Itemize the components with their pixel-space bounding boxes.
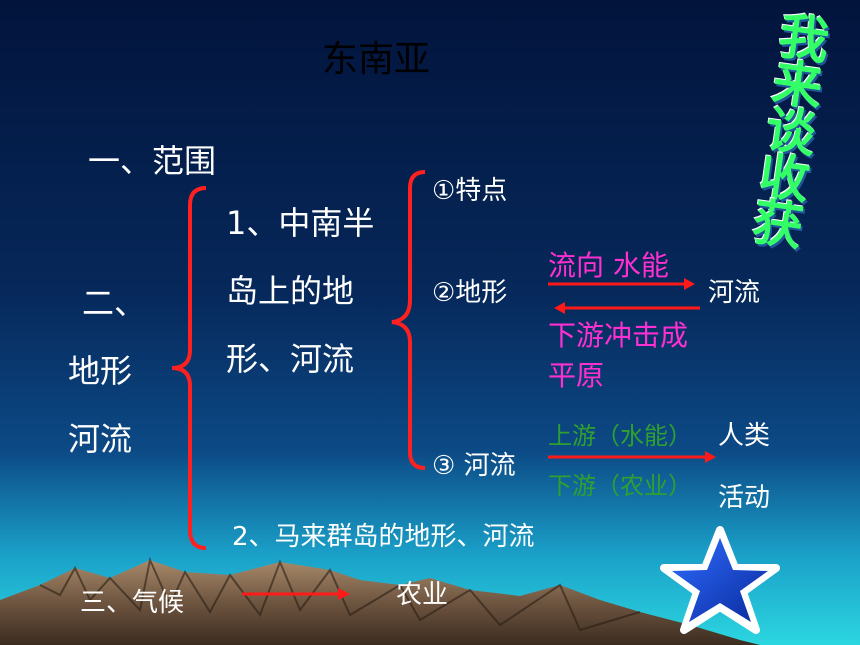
section-climate-target: 农业	[396, 580, 449, 610]
flow-river-target-line2: 活动	[718, 483, 771, 513]
point-features: ①特点	[432, 176, 508, 206]
brace-small	[391, 170, 426, 470]
flow-river-upper: 上游（水能）	[548, 422, 692, 450]
section-terrain-line1: 二、	[82, 284, 147, 322]
flow-terrain-bottom-line1: 下游冲击成	[548, 319, 689, 352]
section-terrain-line3: 河流	[68, 420, 133, 458]
stamp-char: 获	[749, 191, 807, 258]
point-terrain: ②地形	[432, 278, 508, 308]
subtopic1-line1: 1、中南半	[226, 204, 375, 242]
slide-title: 东南亚	[322, 39, 431, 80]
brace-large	[171, 186, 207, 550]
flow-terrain-top: 流向 水能	[548, 249, 669, 282]
flow-river-target-line1: 人类	[718, 421, 771, 451]
point-rivers: ③ 河流	[432, 451, 516, 481]
flow-terrain-target: 河流	[708, 278, 761, 308]
subtopic1-line3: 形、河流	[226, 340, 355, 378]
subtopic1-line2: 岛上的地	[226, 272, 355, 310]
flow-terrain-bottom-line2: 平原	[548, 359, 605, 392]
section-climate: 三、气候	[80, 588, 185, 618]
section-terrain-line2: 地形	[68, 352, 133, 390]
star-icon	[660, 526, 780, 634]
section-range: 一、范围	[88, 142, 217, 180]
subtopic2: 2、马来群岛的地形、河流	[232, 522, 535, 552]
flow-river-lower: 下游（农业）	[548, 472, 692, 500]
